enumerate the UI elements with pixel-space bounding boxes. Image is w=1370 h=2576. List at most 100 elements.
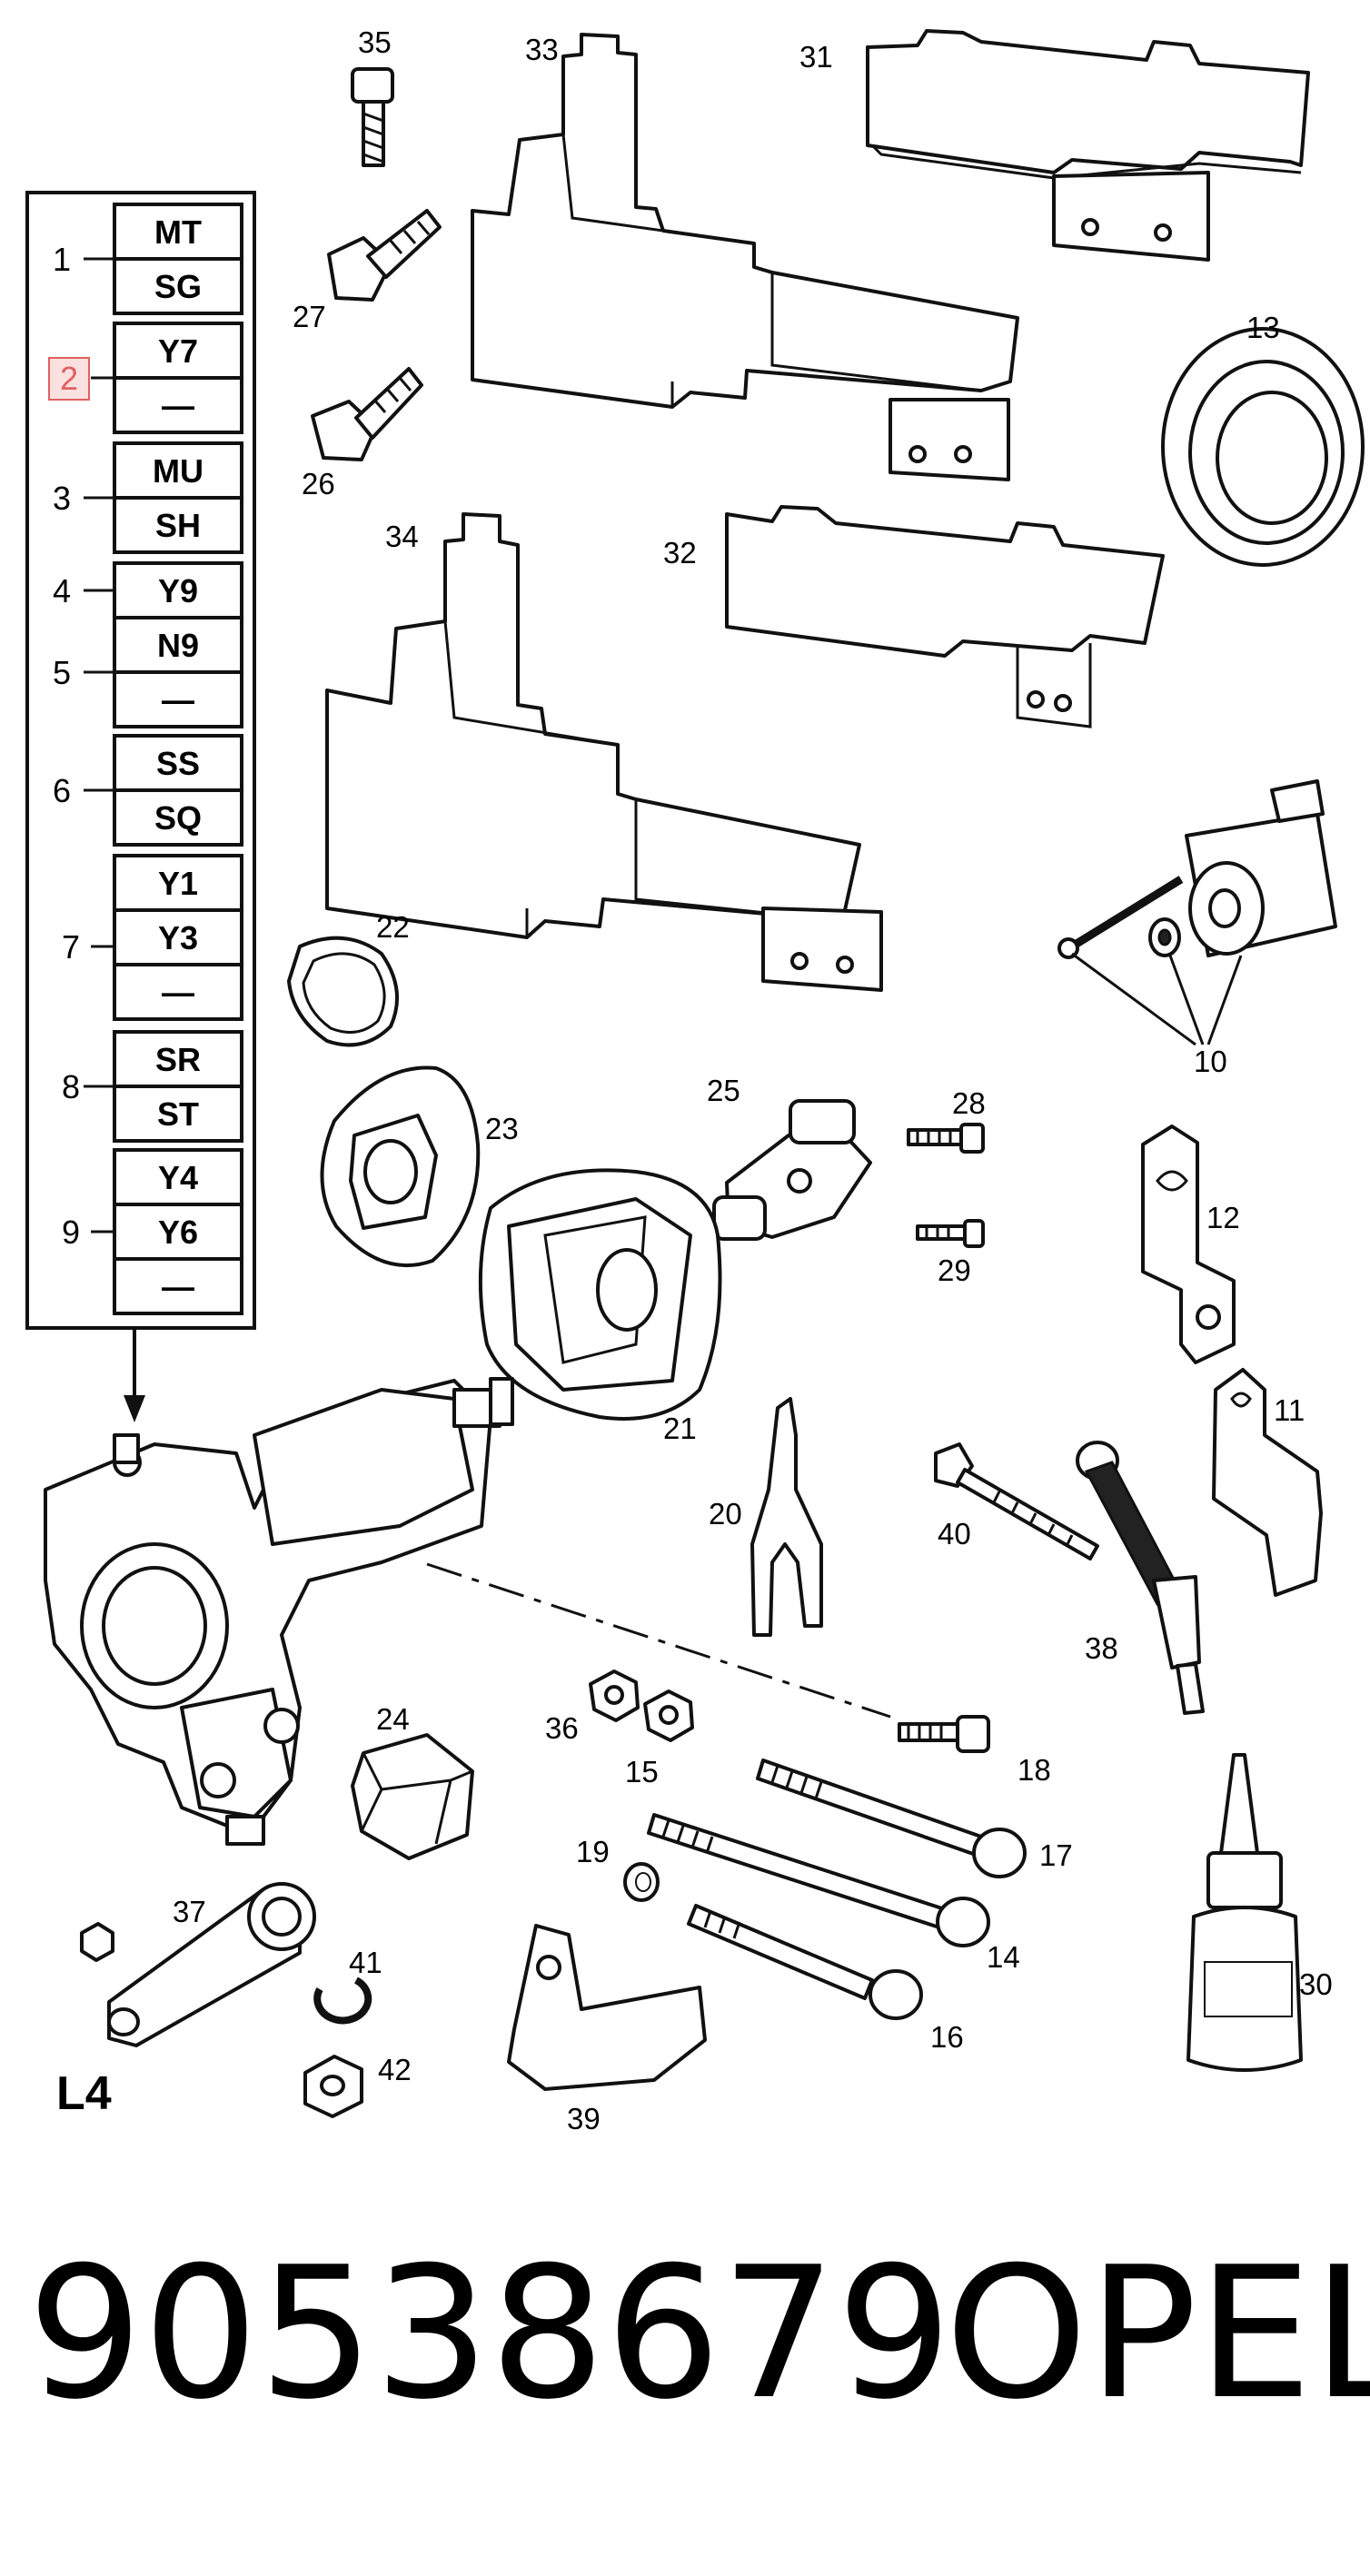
callout-number: 42 xyxy=(378,2053,412,2086)
variant-code: Y9 xyxy=(158,572,198,609)
callout-number: 22 xyxy=(376,910,410,944)
variant-row-label: 1 xyxy=(53,241,71,278)
variant-row-label: 8 xyxy=(62,1068,80,1105)
variant-code: MT xyxy=(154,213,202,251)
part-15-nut xyxy=(643,1689,694,1742)
callout-number: 34 xyxy=(385,520,419,553)
callout-number: 12 xyxy=(1206,1201,1240,1234)
part-18-bolt xyxy=(898,1715,990,1753)
part-14-bolt xyxy=(647,1813,990,1947)
callout-number: 28 xyxy=(952,1086,986,1120)
part-31-heat-shield xyxy=(866,29,1310,262)
variant-code: — xyxy=(162,387,194,424)
part-12-bracket xyxy=(1141,1125,1236,1364)
brand-name: OPEL xyxy=(945,2228,1370,2440)
callout-number: 27 xyxy=(293,300,326,333)
variant-code: SS xyxy=(156,745,200,782)
variant-code: Y3 xyxy=(158,919,198,956)
variant-code: Y1 xyxy=(158,865,198,902)
arrow-head-icon xyxy=(124,1395,145,1422)
callout-number: 11 xyxy=(1274,1393,1305,1427)
section-label: L4 xyxy=(56,2067,112,2120)
variant-row-label: 7 xyxy=(62,928,80,966)
variant-code: Y4 xyxy=(158,1159,198,1196)
variant-code: MU xyxy=(153,452,204,490)
variant-code: — xyxy=(162,1268,194,1305)
part-33-heat-shield xyxy=(471,33,1019,481)
part-19-washer xyxy=(623,1862,660,1902)
variant-code: SR xyxy=(155,1041,201,1078)
callout-number: 19 xyxy=(576,1835,610,1868)
variant-group-4-5: 4 5 Y9 N9 — xyxy=(53,561,243,728)
variant-group-8: 8 SR ST xyxy=(62,1030,243,1143)
parts-diagram: 1 MT SG 2 Y7 — 3 MU SH 4 5 xyxy=(25,25,1365,2135)
callout-number: 36 xyxy=(545,1711,579,1745)
part-34-heat-shield xyxy=(325,512,883,992)
part-27-bolt xyxy=(327,209,442,302)
variant-group-9: 9 Y4 Y6 — xyxy=(62,1148,243,1315)
callout-number: 26 xyxy=(302,467,335,500)
callout-number: 15 xyxy=(625,1755,659,1788)
variant-row-label: 2 xyxy=(60,360,78,397)
callout-number: 29 xyxy=(938,1253,971,1287)
variant-row-label: 4 xyxy=(53,572,71,609)
variant-code: N9 xyxy=(157,627,199,664)
part-21-grommet xyxy=(478,1168,722,1421)
part-10-actuator xyxy=(1057,779,1337,1046)
callout-number: 35 xyxy=(358,25,392,59)
callout-number: 13 xyxy=(1246,311,1280,344)
part-32-heat-shield xyxy=(725,505,1165,728)
callout-number: 23 xyxy=(485,1112,519,1145)
variant-code: Y6 xyxy=(158,1214,198,1251)
part-39-bracket xyxy=(507,1924,707,2091)
variant-code: Y7 xyxy=(158,332,198,370)
callout-number: 21 xyxy=(663,1412,697,1445)
variant-group-1: 1 MT SG xyxy=(53,203,243,315)
part-23-boot xyxy=(320,1065,481,1268)
variant-row-label: 5 xyxy=(53,654,71,691)
variant-row-label: 9 xyxy=(62,1214,80,1251)
callout-number: 20 xyxy=(709,1497,742,1531)
callout-number: 37 xyxy=(173,1895,206,1928)
part-16-bolt xyxy=(687,1904,923,2020)
variant-group-7: 7 Y1 Y3 — xyxy=(62,854,243,1021)
variant-group-6: 6 SS SQ xyxy=(53,734,243,847)
variant-row-label: 3 xyxy=(53,480,71,517)
variant-code: ST xyxy=(157,1095,199,1133)
callout-number: 33 xyxy=(525,33,559,66)
callout-number: 24 xyxy=(376,1702,410,1736)
part-41-circlip xyxy=(313,1977,372,2025)
callout-labels: 35 33 31 27 13 26 34 32 22 10 25 28 23 1… xyxy=(56,25,1333,2135)
variant-code: SH xyxy=(155,507,201,544)
variant-row-label: 6 xyxy=(53,772,71,809)
part-11-clip xyxy=(1212,1368,1323,1597)
callout-number: 32 xyxy=(663,536,697,570)
part-17-bolt xyxy=(756,1759,1027,1878)
variant-table: 1 MT SG 2 Y7 — 3 MU SH 4 5 xyxy=(25,191,256,1422)
part-36-nut xyxy=(589,1669,640,1722)
callout-number: 41 xyxy=(349,1946,382,1979)
part-37-pitman-arm xyxy=(107,1882,316,2047)
part-37-nut xyxy=(80,1922,114,1962)
part-40-bolt xyxy=(934,1442,1099,1560)
callout-number: 25 xyxy=(707,1074,740,1107)
part-20-spring-clip xyxy=(750,1397,823,1637)
part-25-universal-joint xyxy=(712,1099,872,1241)
callout-number: 17 xyxy=(1039,1838,1073,1872)
callout-number: 14 xyxy=(987,1940,1020,1974)
callout-number: 39 xyxy=(567,2102,601,2135)
variant-code: — xyxy=(162,681,194,718)
part-29-screw xyxy=(916,1219,985,1248)
callout-number: 31 xyxy=(799,40,833,74)
variant-code: SG xyxy=(154,268,202,305)
steering-gearbox xyxy=(44,1377,891,1846)
variant-group-3: 3 MU SH xyxy=(53,441,243,554)
callout-number: 30 xyxy=(1299,1967,1333,2001)
variant-code: SQ xyxy=(154,799,202,837)
callout-number: 10 xyxy=(1194,1045,1227,1078)
part-26-bolt xyxy=(311,367,423,461)
variant-code: — xyxy=(162,974,194,1011)
part-number: 90538679 xyxy=(27,2228,952,2440)
callout-number: 16 xyxy=(930,2020,964,2054)
highlight-box xyxy=(48,357,90,401)
